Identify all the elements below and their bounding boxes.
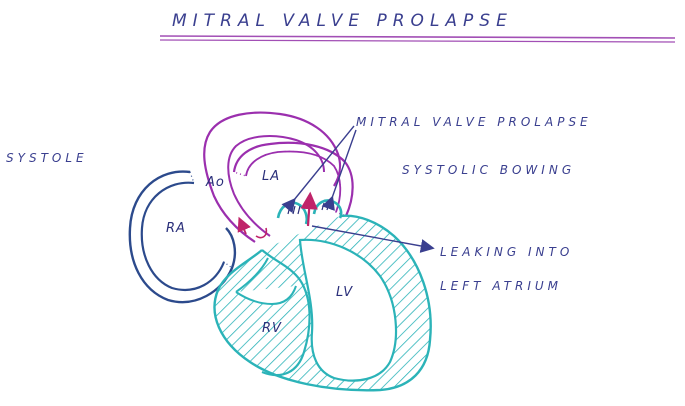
label-systolic-bowing: SYSTOLIC BOWING [402,163,575,177]
tricuspid-flow-mark [255,227,268,239]
pointer-mvp-left-leaflet [281,125,355,214]
label-leaking-line1: LEAKING INTO [440,245,573,259]
title-underline [159,35,676,39]
right-atrium [128,170,237,304]
systole-label: SYSTOLE [6,151,88,165]
left-atrium [232,141,354,217]
ventricles [213,214,432,392]
regurgitation-arrow-la [300,191,318,227]
title-underline-second [159,39,676,43]
label-leaking-line2: LEFT ATRIUM [440,279,562,293]
chamber-label-ao: Ao [205,175,225,190]
label-mitral-valve-prolapse: MITRAL VALVE PROLAPSE [356,115,592,129]
aortic-flow-arrow [237,216,251,235]
pointer-leaking [311,225,435,253]
chamber-label-lv: LV [336,285,353,300]
chamber-label-la: LA [262,169,280,184]
pointer-mvp-right-leaflet [321,129,357,211]
chamber-label-ra: RA [166,221,186,236]
chamber-label-rv: RV [262,321,282,336]
page-title: MITRAL VALVE PROLAPSE [172,11,513,31]
